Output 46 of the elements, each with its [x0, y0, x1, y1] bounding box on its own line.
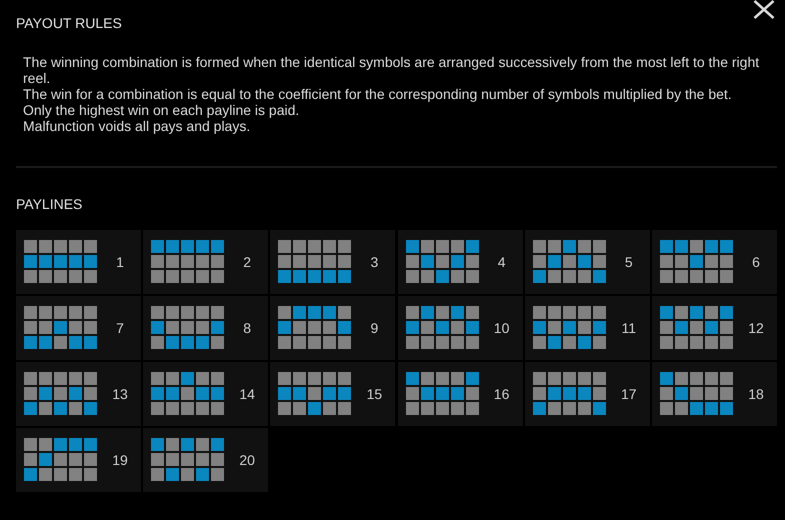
payline-number: 9	[370, 320, 378, 336]
payline-tile	[524, 230, 650, 294]
payline-number: 20	[239, 452, 255, 468]
payline-number: 1	[116, 254, 124, 270]
rule-text: Only the highest win on each payline is paid.	[23, 102, 300, 118]
payline-tile	[652, 362, 777, 426]
payline-tile	[16, 230, 141, 294]
payline-tile	[143, 296, 268, 360]
section-heading: PAYOUT RULES	[16, 15, 122, 31]
payline-number: 12	[748, 320, 764, 336]
payline-tile	[143, 428, 268, 492]
payline-tile	[143, 362, 268, 426]
payline-tile	[524, 296, 650, 360]
payline-number: 2	[243, 254, 252, 270]
payline-tile	[270, 362, 396, 426]
payline-number: 7	[116, 320, 124, 336]
payline-tile	[143, 230, 268, 294]
payline-number: 17	[621, 386, 637, 402]
payline-number: 3	[370, 254, 378, 270]
payline-number: 8	[243, 320, 252, 336]
payline-tile	[16, 296, 141, 360]
payline-number: 10	[494, 320, 510, 336]
payline-tile	[398, 296, 523, 360]
payline-number: 13	[112, 386, 128, 402]
payline-tile	[652, 230, 777, 294]
payline-number: 5	[624, 254, 633, 270]
payline-number: 11	[622, 320, 636, 336]
section-heading: PAYLINES	[16, 196, 82, 212]
rule-text: The win for a combination is equal to the coefficient for the corresponding number of symbols multiplied by the bet.	[23, 86, 733, 102]
rule-text: Malfunction voids all pays and plays.	[23, 118, 252, 134]
payline-number: 6	[752, 254, 760, 270]
payline-tile	[270, 230, 396, 294]
payline-number: 19	[112, 452, 128, 468]
payline-tile	[524, 362, 650, 426]
payline-tile	[398, 230, 523, 294]
payline-tile	[16, 362, 141, 426]
payline-number: 14	[239, 386, 255, 402]
payline-tile	[398, 362, 523, 426]
payline-tile	[652, 296, 777, 360]
payline-number: 18	[748, 386, 764, 402]
payline-number: 16	[494, 386, 510, 402]
payline-tile	[270, 296, 396, 360]
payline-number: 15	[366, 386, 382, 402]
payline-number: 4	[498, 254, 506, 270]
rule-text: The winning combination is formed when the identical symbols are arranged successively from the most left to the right reel.	[23, 54, 760, 86]
payline-tile	[16, 428, 141, 492]
